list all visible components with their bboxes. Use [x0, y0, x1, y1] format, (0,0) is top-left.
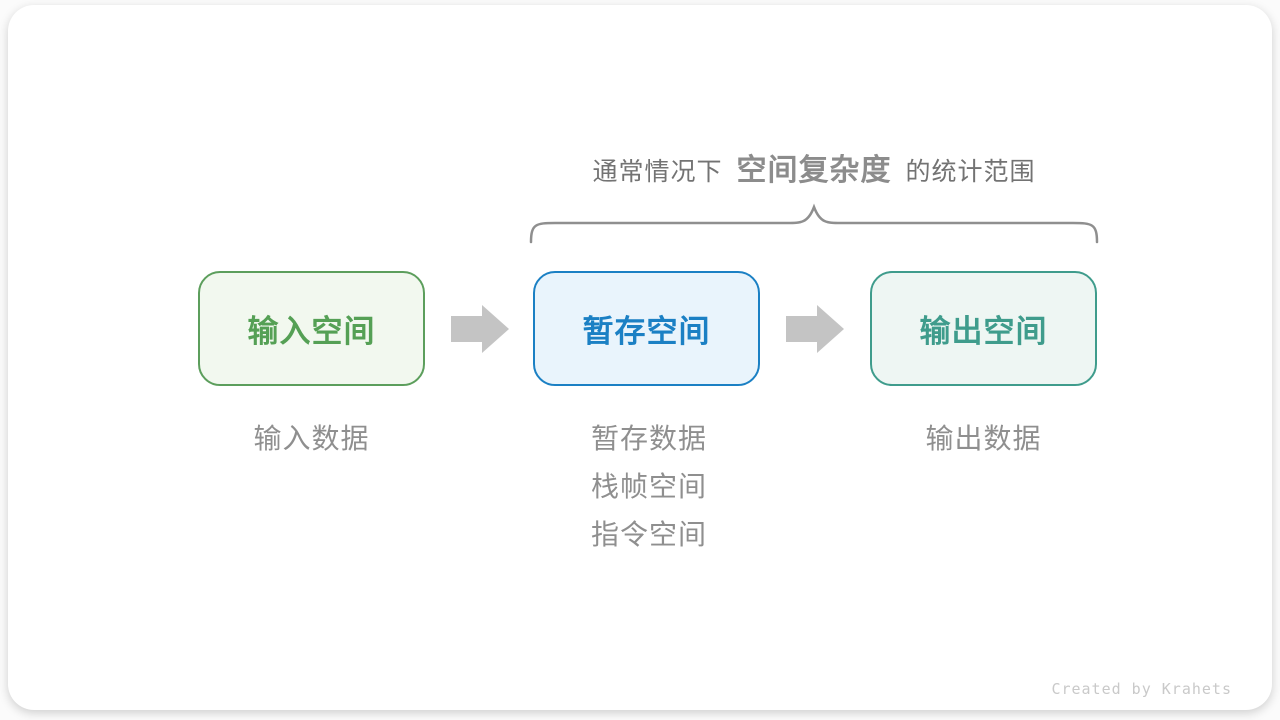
annotation-temp-data: 暂存数据 — [591, 423, 708, 454]
caption-highlight: 空间复杂度 — [736, 154, 892, 187]
box-output-space-label: 输出空间 — [919, 314, 1048, 349]
curly-brace-icon — [529, 203, 1099, 252]
annotation-stack-frame-space: 栈帧空间 — [591, 471, 708, 502]
annotation-line: 输出数据 — [925, 423, 1042, 454]
diagram-card: 通常情况下 空间复杂度 的统计范围 输入空间 暂存空间 输出空间 — [8, 5, 1272, 710]
box-input-space: 输入空间 — [198, 271, 425, 386]
caption: 通常情况下 空间复杂度 的统计范围 — [454, 145, 1174, 191]
annotation-temp-column: 暂存数据 栈帧空间 指令空间 — [591, 415, 707, 559]
box-output-space: 输出空间 — [870, 271, 1097, 386]
caption-suffix: 的统计范围 — [905, 158, 1036, 186]
annotation-input-data: 输入数据 — [198, 415, 425, 463]
box-temp-space: 暂存空间 — [533, 271, 760, 386]
annotation-instruction-space: 指令空间 — [591, 519, 708, 550]
arrow-right-icon — [451, 305, 509, 358]
box-input-space-label: 输入空间 — [247, 314, 376, 349]
arrow-right-icon — [786, 305, 844, 358]
credit-text: Created by Krahets — [1051, 680, 1232, 698]
box-temp-space-label: 暂存空间 — [582, 314, 711, 349]
annotation-line: 输入数据 — [253, 423, 370, 454]
caption-prefix: 通常情况下 — [592, 158, 723, 186]
annotation-output-data: 输出数据 — [870, 415, 1097, 463]
